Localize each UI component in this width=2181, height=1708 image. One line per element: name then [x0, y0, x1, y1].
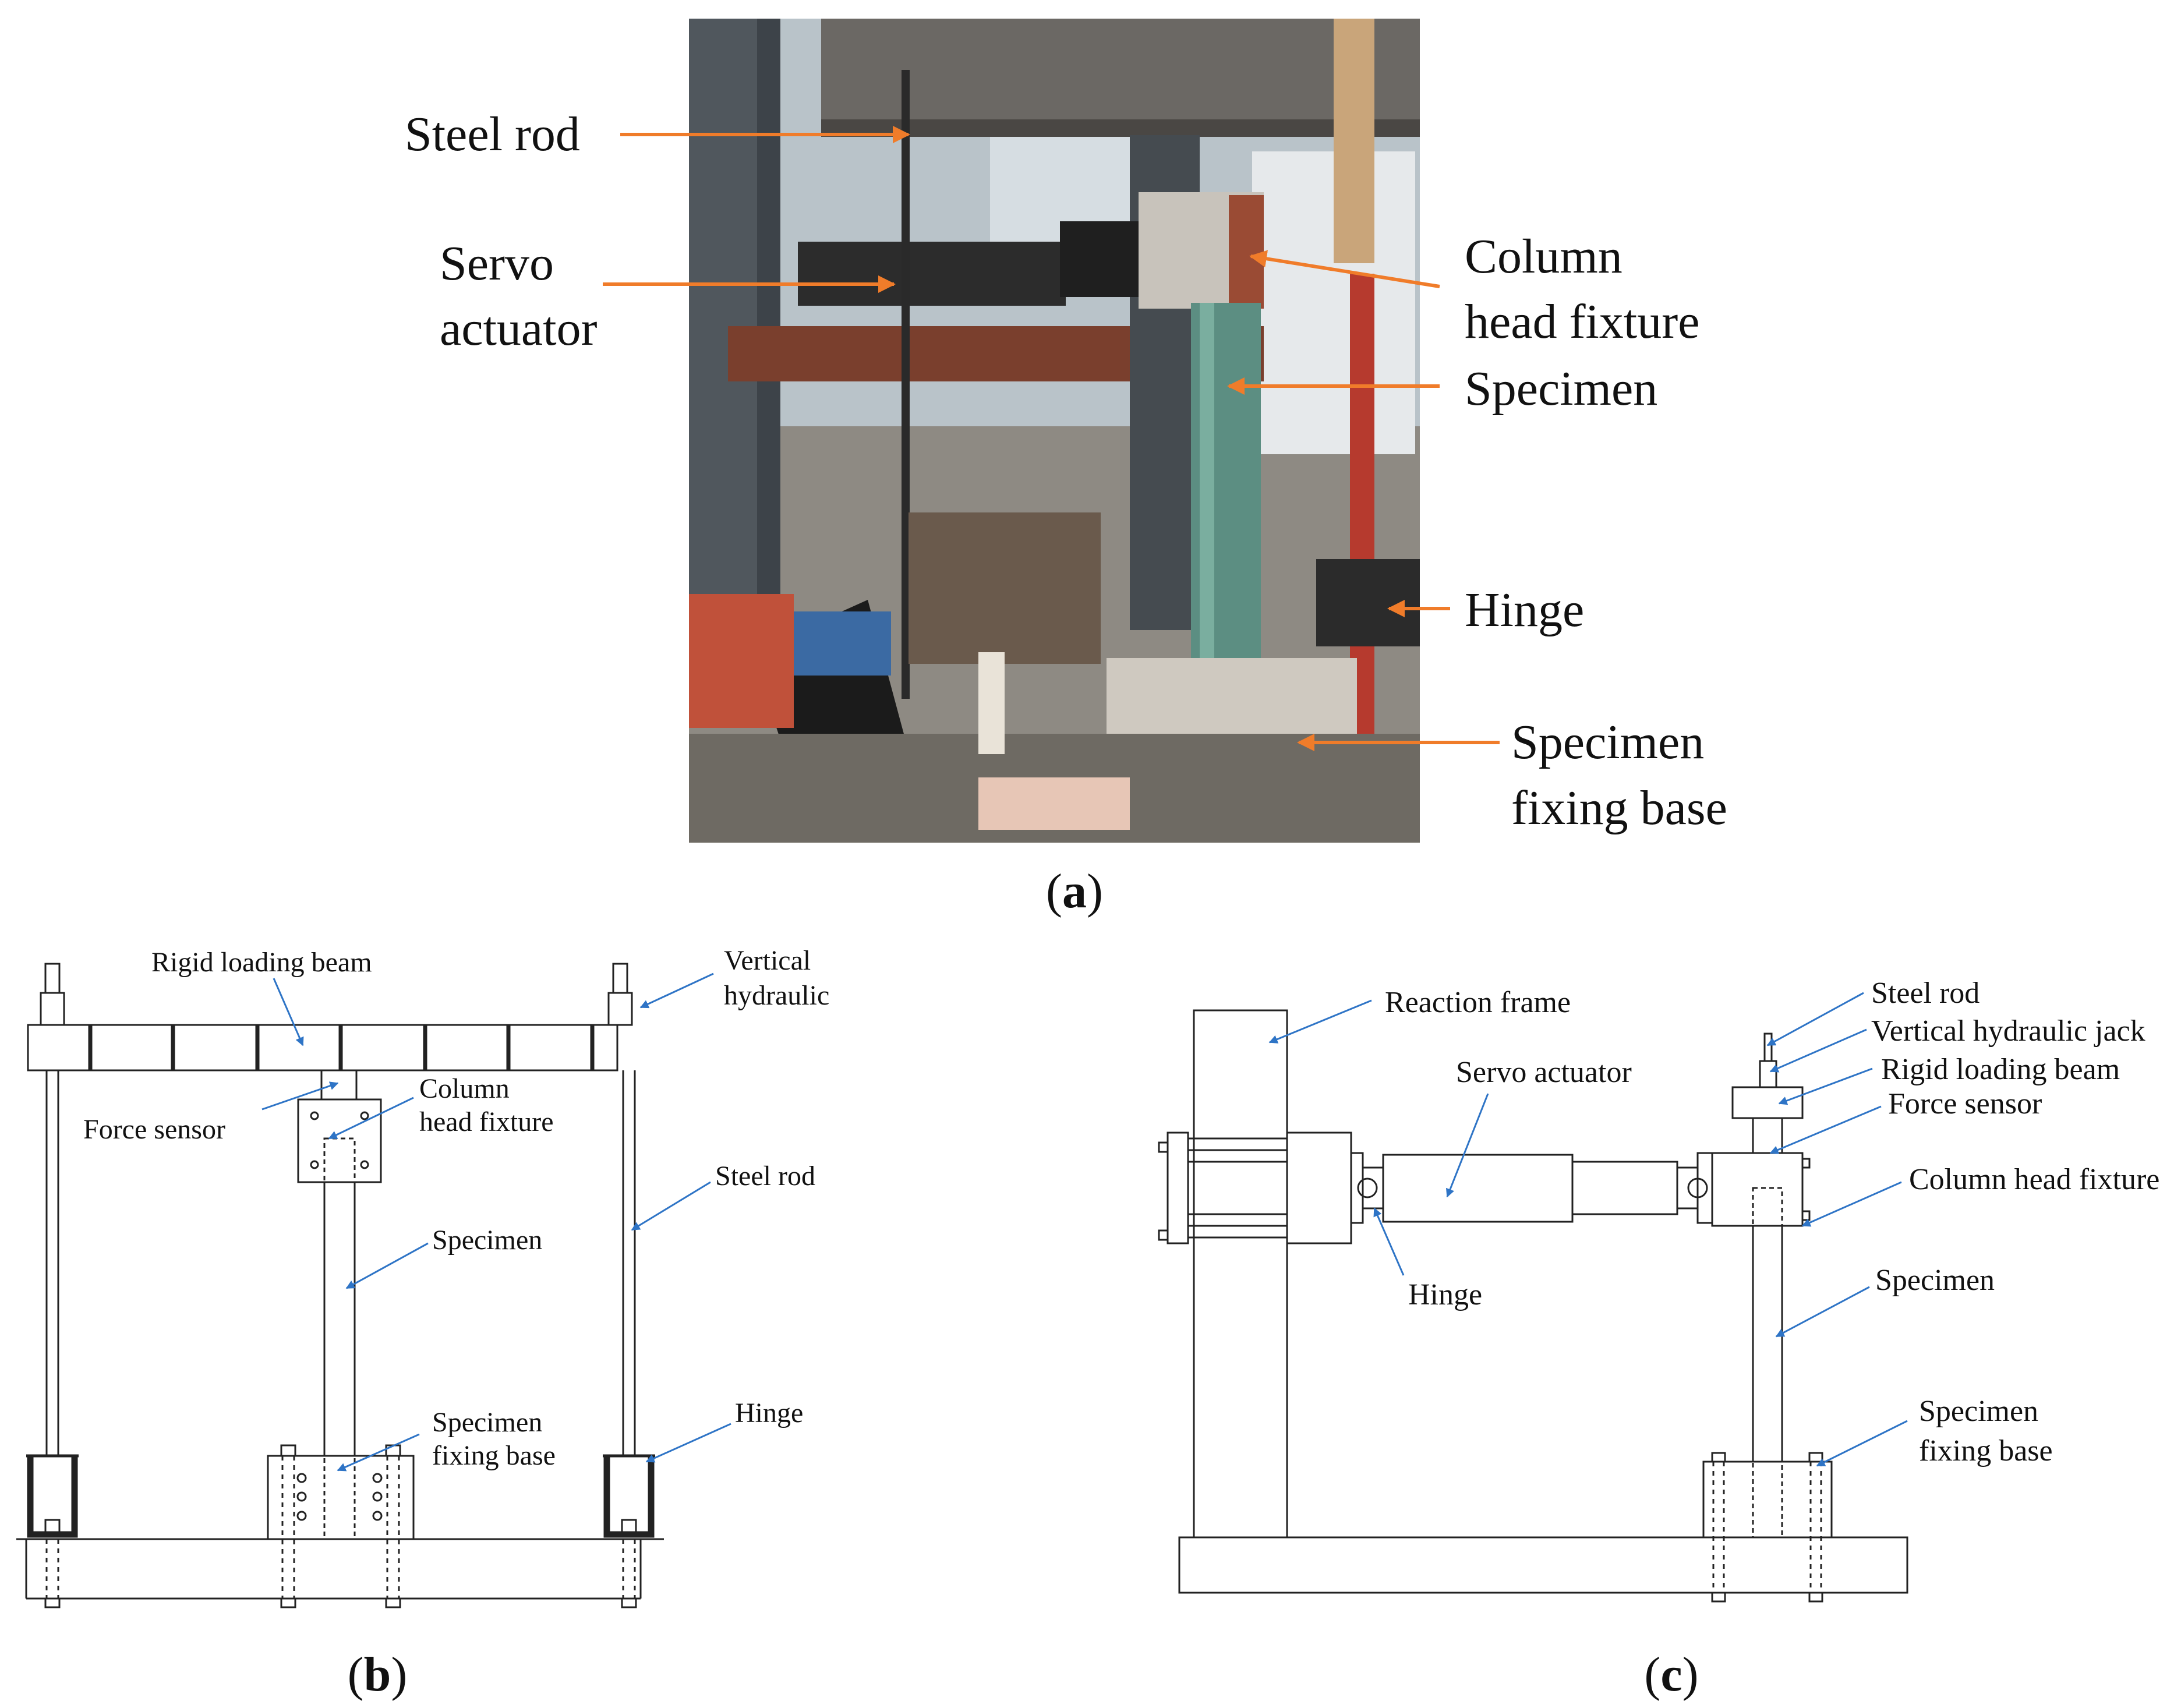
rigid-loading-beam-c — [1731, 1086, 1804, 1119]
servo-actuator-body — [1286, 1131, 1352, 1244]
vertical-hydraulic-jack-c — [1759, 1060, 1777, 1088]
label-b-rigid-loading-beam: Rigid loading beam — [151, 947, 372, 978]
hinge-right — [603, 1454, 655, 1608]
steel-rod-c — [1763, 1032, 1773, 1062]
hinge-c-left — [1357, 1177, 1378, 1198]
vertical-hydraulic-jack-right — [607, 963, 633, 1026]
label-c-rigid-loading-beam: Rigid loading beam — [1881, 1053, 2120, 1086]
caption-a: (a) — [1046, 864, 1103, 918]
label-column-head-fixture-line2: head fixture — [1465, 295, 1699, 349]
label-specimen: Specimen — [1465, 362, 1657, 416]
label-column-head-fixture-line1: Column — [1465, 229, 1623, 284]
steel-rod-right — [622, 1070, 636, 1456]
hinge-c-right — [1687, 1177, 1708, 1198]
servo-actuator-cylinder — [1382, 1154, 1574, 1223]
label-b-column-head-line2: head fixture — [419, 1106, 554, 1137]
column-head-fixture-c — [1711, 1152, 1804, 1227]
leader-c-force-sensor — [1769, 1105, 1882, 1154]
label-b-fixing-base-line2: fixing base — [432, 1440, 556, 1471]
leader-b-jack — [639, 973, 714, 1009]
label-c-fixing-base-line2: fixing base — [1919, 1434, 2053, 1467]
label-specimen-fixing-base-line2: fixing base — [1511, 781, 1727, 835]
leader-c-servo-actuator — [1445, 1093, 1489, 1198]
force-sensor — [320, 1069, 358, 1101]
caption-b: (b) — [348, 1647, 408, 1702]
panel-a: Steel rod Servo actuator Column head fix… — [405, 19, 1727, 918]
label-b-force-sensor: Force sensor — [83, 1114, 225, 1145]
leader-b-column-head — [328, 1097, 414, 1140]
servo-actuator-rod — [1571, 1161, 1678, 1215]
floor-base — [1178, 1536, 1908, 1594]
leader-c-specimen — [1775, 1286, 1870, 1338]
column-head-fixture — [297, 1098, 382, 1183]
label-b-specimen: Specimen — [432, 1225, 542, 1256]
label-hinge: Hinge — [1465, 583, 1584, 637]
leader-b-fixing-base — [337, 1433, 420, 1472]
panel-b — [16, 963, 664, 1608]
label-c-servo-actuator: Servo actuator — [1456, 1056, 1632, 1089]
panel-c — [1158, 1009, 1908, 1603]
leader-b-force-sensor — [261, 1081, 339, 1111]
leader-b-beam — [273, 978, 304, 1046]
leader-b-specimen — [345, 1242, 429, 1289]
base-holes — [296, 1473, 383, 1521]
vertical-hydraulic-jack-left — [40, 963, 65, 1026]
reaction-frame — [1193, 1009, 1288, 1539]
label-steel-rod: Steel rod — [405, 107, 580, 161]
label-servo-actuator-line2: actuator — [440, 302, 598, 356]
label-c-specimen: Specimen — [1875, 1264, 1995, 1297]
leader-c-steel-rod — [1766, 992, 1864, 1046]
test-photo — [689, 19, 1420, 843]
leader-b-steel-rod — [631, 1181, 711, 1231]
label-c-reaction-frame: Reaction frame — [1385, 986, 1571, 1019]
leader-c-beam — [1778, 1067, 1873, 1105]
label-specimen-fixing-base-line1: Specimen — [1511, 715, 1704, 769]
rigid-loading-beam — [27, 1024, 618, 1072]
label-b-vertical-line2: hydraulic — [724, 980, 829, 1011]
label-b-steel-rod: Steel rod — [715, 1161, 815, 1191]
specimen-fixing-base-c — [1702, 1461, 1833, 1539]
specimen-column-c — [1752, 1226, 1783, 1462]
label-b-vertical-line1: Vertical — [724, 945, 811, 976]
steel-rod-left — [45, 1070, 59, 1456]
label-c-vertical-hydraulic-jack: Vertical hydraulic jack — [1871, 1014, 2145, 1048]
label-b-column-head-line1: Column — [419, 1073, 510, 1104]
hinge-left — [26, 1454, 79, 1608]
leader-c-column-head — [1801, 1181, 1902, 1227]
label-c-fixing-base-line1: Specimen — [1919, 1395, 2038, 1428]
leader-column-head-fixture — [1249, 250, 1440, 288]
label-c-column-head-fixture: Column head fixture — [1909, 1163, 2159, 1196]
specimen-column — [323, 1182, 356, 1456]
leader-b-hinge — [645, 1423, 731, 1463]
label-c-force-sensor: Force sensor — [1888, 1087, 2042, 1120]
label-c-hinge: Hinge — [1408, 1278, 1482, 1311]
leader-c-reaction-frame — [1268, 999, 1372, 1044]
label-c-steel-rod: Steel rod — [1871, 977, 1979, 1010]
caption-c: (c) — [1644, 1647, 1698, 1702]
leader-c-hinge — [1373, 1207, 1405, 1276]
force-sensor-c — [1752, 1117, 1783, 1154]
anchor-bolts-c — [1711, 1452, 1823, 1603]
label-b-fixing-base-line1: Specimen — [432, 1407, 542, 1438]
label-b-hinge: Hinge — [735, 1398, 803, 1428]
leader-c-fixing-base — [1816, 1420, 1908, 1467]
leader-c-jack — [1769, 1028, 1867, 1073]
label-servo-actuator-line1: Servo — [440, 236, 554, 291]
actuator-mount — [1167, 1131, 1189, 1244]
